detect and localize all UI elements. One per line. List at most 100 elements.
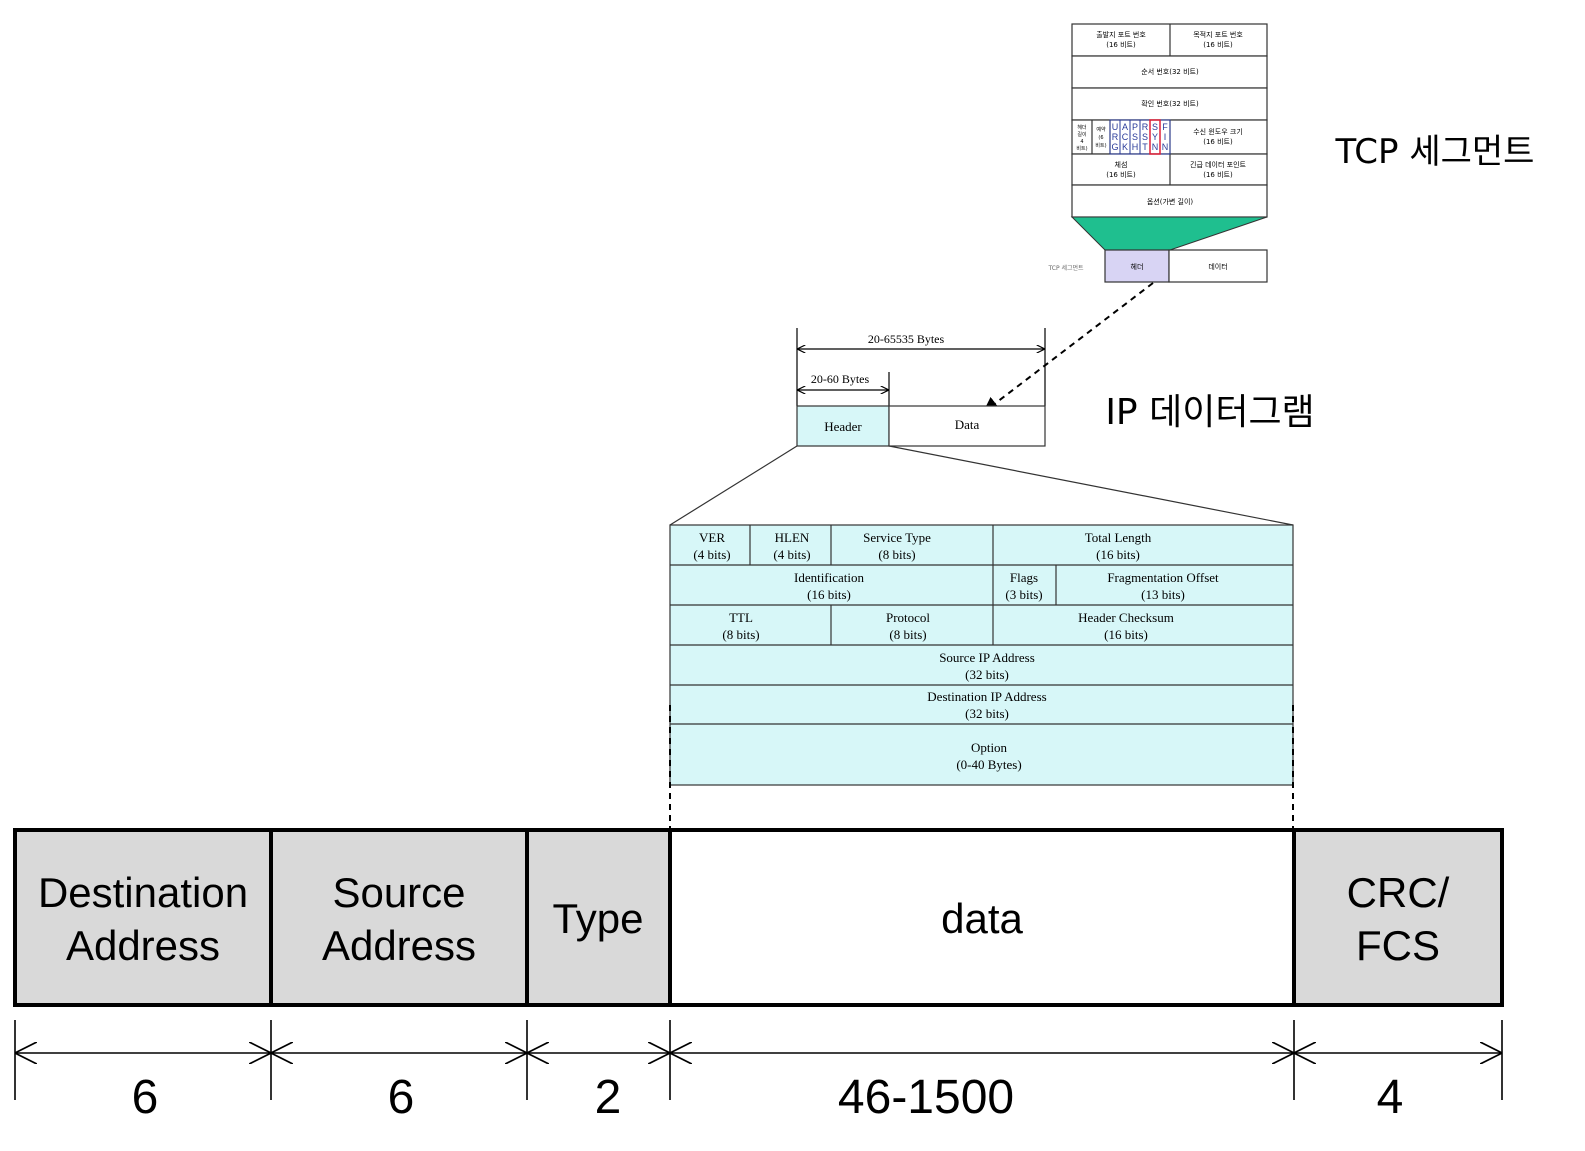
tcp-offset-line4: 비트): [1076, 145, 1087, 152]
syn-flag-box: [1149, 119, 1161, 155]
ip-ver-bits: (4 bits): [693, 547, 730, 562]
tcp-offset-line3: 4: [1080, 139, 1083, 145]
ip-ttl: TTL: [729, 610, 753, 625]
tcp-to-ip-arrow: [982, 282, 1154, 413]
frame-source-address: [269, 828, 529, 1007]
tcp-dst-port-bits: (16 비트): [1203, 40, 1233, 49]
tcp-flag-syn-letter: Y: [1152, 132, 1158, 142]
tcp-urgent-pointer: 긴급 데이터 포인트: [1190, 160, 1247, 169]
tcp-header-box: [1104, 249, 1170, 283]
frame-src-label-line1: Source: [332, 869, 465, 916]
ip-total-length: Total Length: [1085, 530, 1152, 545]
tcp-flag-ack-letter: K: [1122, 142, 1128, 152]
tcp-flag-ack-letter: A: [1122, 122, 1128, 132]
tcp-flag-fin-letter: N: [1162, 142, 1169, 152]
ip-identification: Identification: [794, 570, 865, 585]
ip-datagram-diagram: 20-65535 Bytes 20-60 Bytes Header Data V…: [669, 328, 1294, 786]
ip-frag-offset: Fragmentation Offset: [1107, 570, 1219, 585]
tcp-checksum: 체섬: [1115, 160, 1128, 169]
tcp-options: 옵션(가변 길이): [1147, 197, 1194, 206]
tcp-src-port-bits: (16 비트): [1106, 40, 1136, 49]
tcp-dst-port: 목적지 포트 번호: [1193, 30, 1243, 39]
ip-frag-offset-bits: (13 bits): [1141, 587, 1185, 602]
tcp-flag-syn-letter: N: [1152, 142, 1159, 152]
tcp-flag-rst-letter: T: [1142, 142, 1148, 152]
tcp-checksum-bits: (16 비트): [1106, 170, 1136, 179]
frame-crc-label-line2: FCS: [1356, 922, 1440, 969]
tcp-flag-psh-letter: H: [1132, 142, 1139, 152]
frame-dst-label-line2: Address: [66, 922, 220, 969]
tcp-flag-rst-letter: R: [1142, 122, 1149, 132]
ethernet-frame: Destination Address Source Address Type …: [13, 828, 1504, 1124]
tcp-ack-number: 확인 번호(32 비트): [1141, 99, 1199, 108]
tcp-flag-fin-letter: F: [1162, 122, 1168, 132]
ip-service-type-bits: (8 bits): [878, 547, 915, 562]
ip-total-bytes: 20-65535 Bytes: [868, 332, 945, 346]
tcp-flag-psh-letter: P: [1132, 122, 1138, 132]
tcp-seq-number: 순서 번호(32 비트): [1141, 67, 1199, 76]
tcp-header-label: 헤더: [1131, 262, 1144, 271]
frame-size-dimensions: [14, 1020, 1503, 1100]
ip-total-length-bits: (16 bits): [1096, 547, 1140, 562]
ip-source-address: Source IP Address: [939, 650, 1035, 665]
ip-title: IP 데이터그램: [1105, 392, 1314, 433]
ip-hlen-bits: (4 bits): [773, 547, 810, 562]
ip-data-box: [888, 405, 1046, 447]
tcp-offset-line1: 헤더: [1077, 124, 1086, 131]
frame-type-size: 2: [595, 1071, 622, 1124]
ip-flags-bits: (3 bits): [1005, 587, 1042, 602]
ip-header-box: [796, 405, 890, 447]
frame-data-size: 46-1500: [838, 1071, 1014, 1124]
tcp-flag-fin-letter: I: [1164, 132, 1167, 142]
ip-header-checksum: Header Checksum: [1078, 610, 1174, 625]
ip-destination-address-bits: (32 bits): [965, 706, 1009, 721]
ip-to-frame-connectors: [669, 705, 1294, 830]
frame-type-label: Type: [552, 895, 643, 942]
tcp-flag-urg-letter: G: [1111, 142, 1118, 152]
ip-data-label: Data: [955, 417, 980, 432]
tcp-src-port: 출발지 포트 번호: [1096, 30, 1146, 39]
ip-option: Option: [971, 740, 1008, 755]
tcp-header-expansion: [1070, 216, 1268, 251]
tcp-reserved-line2: (6: [1098, 135, 1103, 141]
ip-source-address-bits: (32 bits): [965, 667, 1009, 682]
tcp-window-size: 수신 윈도우 크기: [1193, 127, 1243, 136]
tcp-flag-psh-letter: S: [1132, 132, 1138, 142]
frame-src-label-line2: Address: [322, 922, 476, 969]
tcp-flag-syn-letter: S: [1152, 122, 1158, 132]
ip-flags: Flags: [1010, 570, 1038, 585]
ip-destination-address: Destination IP Address: [927, 689, 1046, 704]
ip-option-bytes: (0-40 Bytes): [956, 757, 1021, 772]
ip-protocol-bits: (8 bits): [889, 627, 926, 642]
frame-data-label: data: [941, 895, 1023, 942]
frame-src-size: 6: [388, 1071, 415, 1124]
frame-crc-label-line1: CRC/: [1347, 869, 1450, 916]
frame-dst-label-line1: Destination: [38, 869, 248, 916]
frame-dst-size: 6: [132, 1071, 159, 1124]
tcp-reserved-line3: 비트): [1095, 142, 1106, 149]
tcp-data-label: 데이터: [1208, 262, 1227, 271]
tcp-reserved-line1: 예약: [1096, 126, 1106, 133]
tcp-offset-line2: 길이: [1077, 131, 1086, 138]
frame-data: [668, 828, 1296, 1007]
tcp-window-bits: (16 비트): [1203, 137, 1233, 146]
tcp-segment-small-label: TCP 세그먼트: [1047, 264, 1084, 272]
tcp-flag-urg-letter: U: [1112, 122, 1119, 132]
ip-header-label: Header: [824, 419, 862, 434]
ip-service-type: Service Type: [863, 530, 931, 545]
ip-identification-bits: (16 bits): [807, 587, 851, 602]
ip-protocol: Protocol: [886, 610, 930, 625]
tcp-segment-diagram: 출발지 포트 번호 (16 비트) 목적지 포트 번호 (16 비트) 순서 번…: [1047, 23, 1268, 283]
frame-crc-fcs: [1292, 828, 1504, 1007]
ip-header-checksum-bits: (16 bits): [1104, 627, 1148, 642]
frame-destination-address: [13, 828, 273, 1007]
tcp-title: TCP 세그먼트: [1335, 132, 1535, 172]
tcp-flag-ack-letter: C: [1122, 132, 1129, 142]
tcp-flag-urg-letter: R: [1112, 132, 1119, 142]
ip-hlen: HLEN: [775, 530, 810, 545]
tcp-flag-rst-letter: S: [1142, 132, 1148, 142]
tcp-data-box: [1168, 249, 1268, 283]
frame-crc-size: 4: [1377, 1071, 1404, 1124]
